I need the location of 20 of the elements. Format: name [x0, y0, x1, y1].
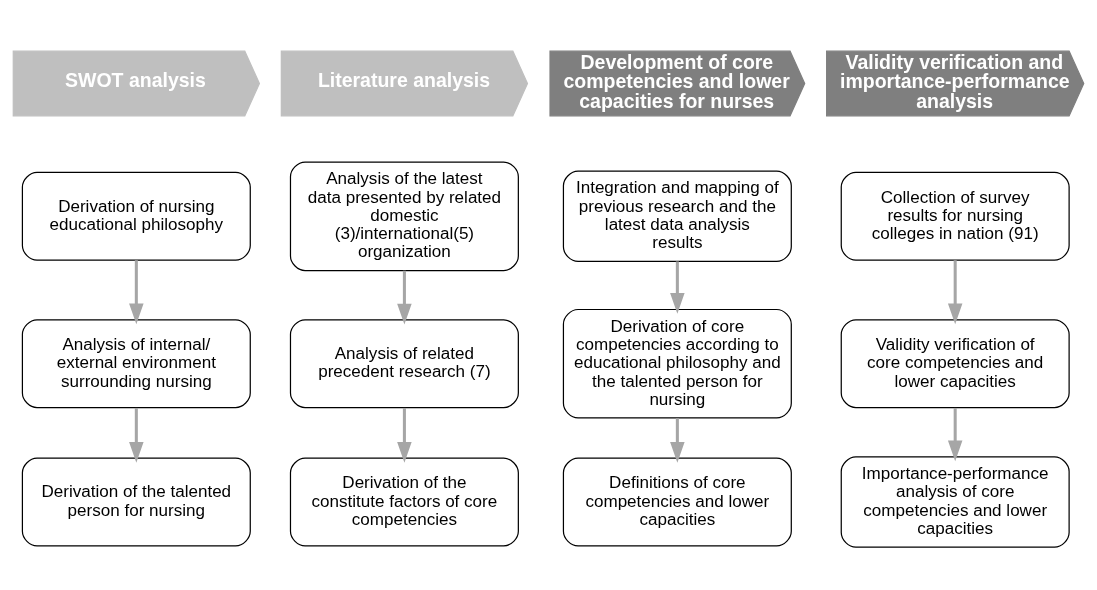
node-box: Derivation of the constitute factors of core competencies [289, 457, 519, 546]
node-box: Integration and mapping of previous research and the latest data analysis results [562, 170, 792, 262]
node-box: Analysis of related precedent research (7) [289, 318, 519, 408]
node-box: Analysis of the latest data presented by related domestic (3)/international(5) organization [289, 160, 519, 271]
node-box: Importance-performance analysis of core competencies and lower capacities [840, 455, 1070, 548]
arrow [129, 259, 144, 324]
arrow [670, 260, 685, 314]
node-box: Derivation of the talented person for nursing [21, 457, 251, 546]
arrow [397, 270, 412, 324]
arrow [397, 407, 412, 463]
arrow [947, 259, 963, 324]
node-box: Definitions of core competencies and lower capacities [562, 457, 792, 546]
node-box: Validity verification of core competencies and lower capacities [840, 318, 1070, 408]
arrow [129, 407, 144, 463]
node-box: Analysis of internal/ external environment surrounding nursing [21, 318, 251, 408]
arrow [947, 407, 963, 461]
node-box: Derivation of nursing educational philosophy [21, 171, 251, 261]
node-box: Collection of survey results for nursing colleges in nation (91) [840, 171, 1070, 261]
arrow [670, 417, 685, 463]
node-box: Derivation of core competencies according to educational philosophy and the talented person for nursing [562, 308, 792, 419]
